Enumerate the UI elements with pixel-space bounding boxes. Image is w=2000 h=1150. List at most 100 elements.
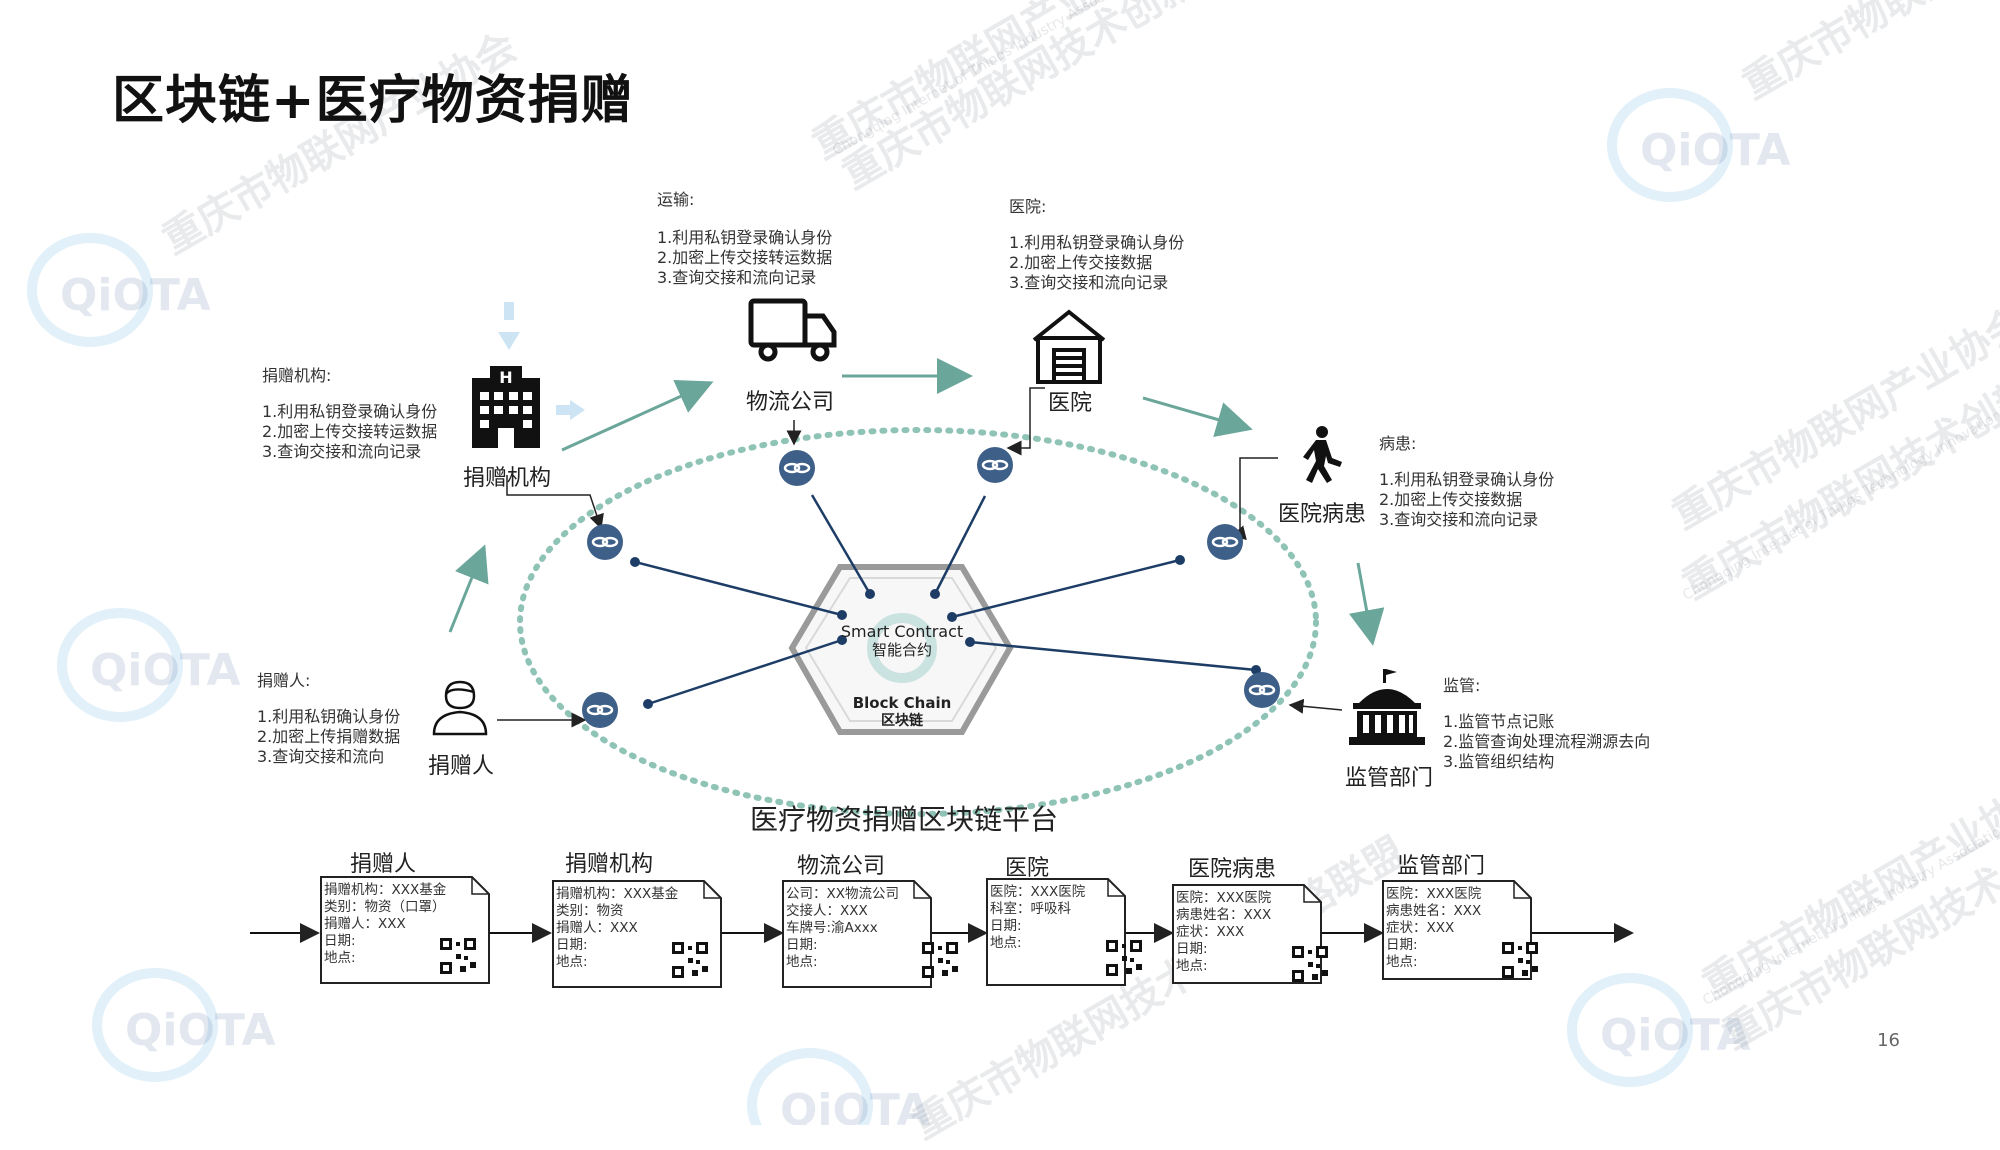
note-line: 1.利用私钥登录确认身份 <box>1009 233 1185 252</box>
note-title: 运输: <box>657 190 695 209</box>
record-line: 医院：XXX医院 <box>1386 886 1482 902</box>
record-card-lines: 医院：XXX医院 病患姓名：XXX 症状：XXX 日期: 地点: <box>1386 886 1526 971</box>
svg-text:QiOTA: QiOTA <box>1600 1010 1751 1061</box>
record-line: 地点: <box>990 935 1022 951</box>
record-line: 日期: <box>1176 941 1208 957</box>
record-line: 类别：物资（口罩） <box>324 899 446 915</box>
note-line: 2.加密上传交接数据 <box>1009 253 1153 272</box>
note-line: 1.利用私钥登录确认身份 <box>657 228 833 247</box>
actor-label-donor: 捐赠人 <box>428 754 495 779</box>
record-line: 日期: <box>990 918 1022 934</box>
chain-node-icon <box>587 524 623 560</box>
note-line: 3.查询交接和流向记录 <box>657 268 817 287</box>
flow-arrow-patient-to-regulator <box>1348 562 1385 646</box>
record-card-patient: 医院：XXX医院 病患姓名：XXX 症状：XXX 日期: 地点: <box>1172 884 1342 992</box>
note-line: 1.利用私钥登录确认身份 <box>262 402 438 421</box>
svg-text:QiOTA: QiOTA <box>90 645 241 696</box>
chain-node-icon <box>1244 672 1280 708</box>
qiota-logo-watermark: QiOTA <box>1607 88 1791 202</box>
record-line: 地点: <box>786 954 818 970</box>
note-donor: 捐赠人: 1.利用私钥确认身份 2.加密上传捐赠数据 3.查询交接和流向 <box>257 667 400 767</box>
record-card-lines: 医院：XXX医院 病患姓名：XXX 症状：XXX 日期: 地点: <box>1176 890 1316 975</box>
record-line: 日期: <box>1386 937 1418 953</box>
platform-ellipse <box>517 427 1319 817</box>
note-line: 1.利用私钥登录确认身份 <box>1379 470 1555 489</box>
note-line: 2.加密上传捐赠数据 <box>257 727 401 746</box>
record-line: 地点: <box>556 954 588 970</box>
note-line: 2.监管查询处理流程溯源去向 <box>1443 732 1651 751</box>
flow-arrow-donor-to-org <box>448 544 489 633</box>
qr-code-icon <box>672 942 708 978</box>
stage-title: 捐赠机构 <box>565 852 654 877</box>
record-line: 捐赠人：XXX <box>324 916 406 932</box>
record-line: 日期: <box>786 937 818 953</box>
walking-person-icon <box>1303 426 1342 483</box>
record-line: 公司：XX物流公司 <box>786 886 899 902</box>
record-card-lines: 公司：XX物流公司 交接人：XXX 车牌号:渝Axxx 日期: 地点: <box>786 886 926 971</box>
user-avatar-icon <box>432 680 488 736</box>
stage-title: 监管部门 <box>1397 854 1486 879</box>
actor-label-patient: 医院病患 <box>1278 502 1367 527</box>
record-line: 医院：XXX医院 <box>1176 890 1272 906</box>
record-line: 地点: <box>1176 958 1208 974</box>
svg-text:H: H <box>499 368 512 387</box>
note-title: 医院: <box>1009 197 1047 216</box>
svg-text:QiOTA: QiOTA <box>1640 125 1791 176</box>
qiota-logo-watermark: QiOTA <box>92 968 276 1082</box>
stage-title: 捐赠人 <box>350 852 417 877</box>
flow-arrow-hospital-to-patient <box>1142 396 1253 437</box>
chain-node-icon <box>582 692 618 728</box>
qr-code-icon <box>1502 942 1538 978</box>
chain-node-icon <box>977 447 1013 483</box>
note-regulator: 监管: 1.监管节点记账 2.监管查询处理流程溯源去向 3.监管组织结构 <box>1443 672 1650 772</box>
diagram-canvas: H <box>250 298 1634 943</box>
record-line: 交接人：XXX <box>786 903 868 919</box>
note-line: 3.查询交接和流向记录 <box>262 442 422 461</box>
government-building-icon <box>1349 669 1425 745</box>
chain-link-dots <box>630 555 1261 709</box>
qiota-logo-watermark: QiOTA <box>57 608 241 722</box>
qiota-logo-watermark: QiOTA <box>1567 973 1751 1087</box>
smart-contract-en: Smart Contract <box>840 622 964 641</box>
qiota-logo-watermark: QiOTA <box>27 233 211 347</box>
actor-label-regulator: 监管部门 <box>1345 766 1434 791</box>
note-line: 2.加密上传交接转运数据 <box>657 248 833 267</box>
actor-label-donor-org: 捐赠机构 <box>463 466 552 491</box>
actor-node-connectors <box>497 387 1343 728</box>
note-hospital: 医院: 1.利用私钥登录确认身份 2.加密上传交接数据 3.查询交接和流向记录 <box>1009 193 1184 293</box>
note-line: 3.监管组织结构 <box>1443 752 1555 771</box>
page-title: 区块链+医疗物资捐赠 <box>112 71 634 131</box>
record-line: 病患姓名：XXX <box>1176 907 1272 923</box>
note-line: 1.监管节点记账 <box>1443 712 1555 731</box>
warehouse-icon <box>1032 309 1106 384</box>
record-line: 捐赠人：XXX <box>556 920 638 936</box>
record-card-logistics: 公司：XX物流公司 交接人：XXX 车牌号:渝Axxx 日期: 地点: <box>782 880 958 988</box>
record-card-lines: 捐赠机构：XXX基金 类别：物资 捐赠人：XXX 日期: 地点: <box>556 886 696 971</box>
stage-title: 物流公司 <box>797 854 886 879</box>
note-line: 1.利用私钥确认身份 <box>257 707 401 726</box>
qr-code-icon <box>1292 946 1328 982</box>
qr-code-icon <box>922 942 958 978</box>
qiota-logo-watermark: QiOTA <box>747 1048 931 1125</box>
svg-text:QiOTA: QiOTA <box>125 1005 276 1056</box>
note-line: 2.加密上传交接转运数据 <box>262 422 438 441</box>
record-line: 医院：XXX医院 <box>990 884 1086 900</box>
flow-arrow-org-to-logistics <box>561 379 714 452</box>
record-card-hospital: 医院：XXX医院 科室：呼吸科 日期: 地点: <box>986 878 1156 986</box>
record-card-regulator: 医院：XXX医院 病患姓名：XXX 症状：XXX 日期: 地点: <box>1382 880 1552 988</box>
note-title: 捐赠机构: <box>262 366 332 385</box>
chain-nodes <box>582 447 1280 728</box>
record-line: 类别：物资 <box>556 903 624 919</box>
flow-arrows <box>448 358 1385 646</box>
record-line: 症状：XXX <box>1176 924 1245 940</box>
record-line: 地点: <box>1386 954 1418 970</box>
chain-node-icon <box>1207 524 1243 560</box>
record-line: 捐赠机构：XXX基金 <box>324 882 447 898</box>
blockchain-hexagon <box>788 564 1014 735</box>
record-line: 病患姓名：XXX <box>1386 903 1482 919</box>
platform-label: 医疗物资捐赠区块链平台 <box>750 803 1059 836</box>
pale-arrows <box>498 302 585 420</box>
record-card-lines: 捐赠机构：XXX基金 类别：物资（口罩） 捐赠人：XXX 日期: 地点: <box>324 882 464 967</box>
stage-title: 医院 <box>1005 856 1050 881</box>
note-line: 3.查询交接和流向 <box>257 747 385 766</box>
